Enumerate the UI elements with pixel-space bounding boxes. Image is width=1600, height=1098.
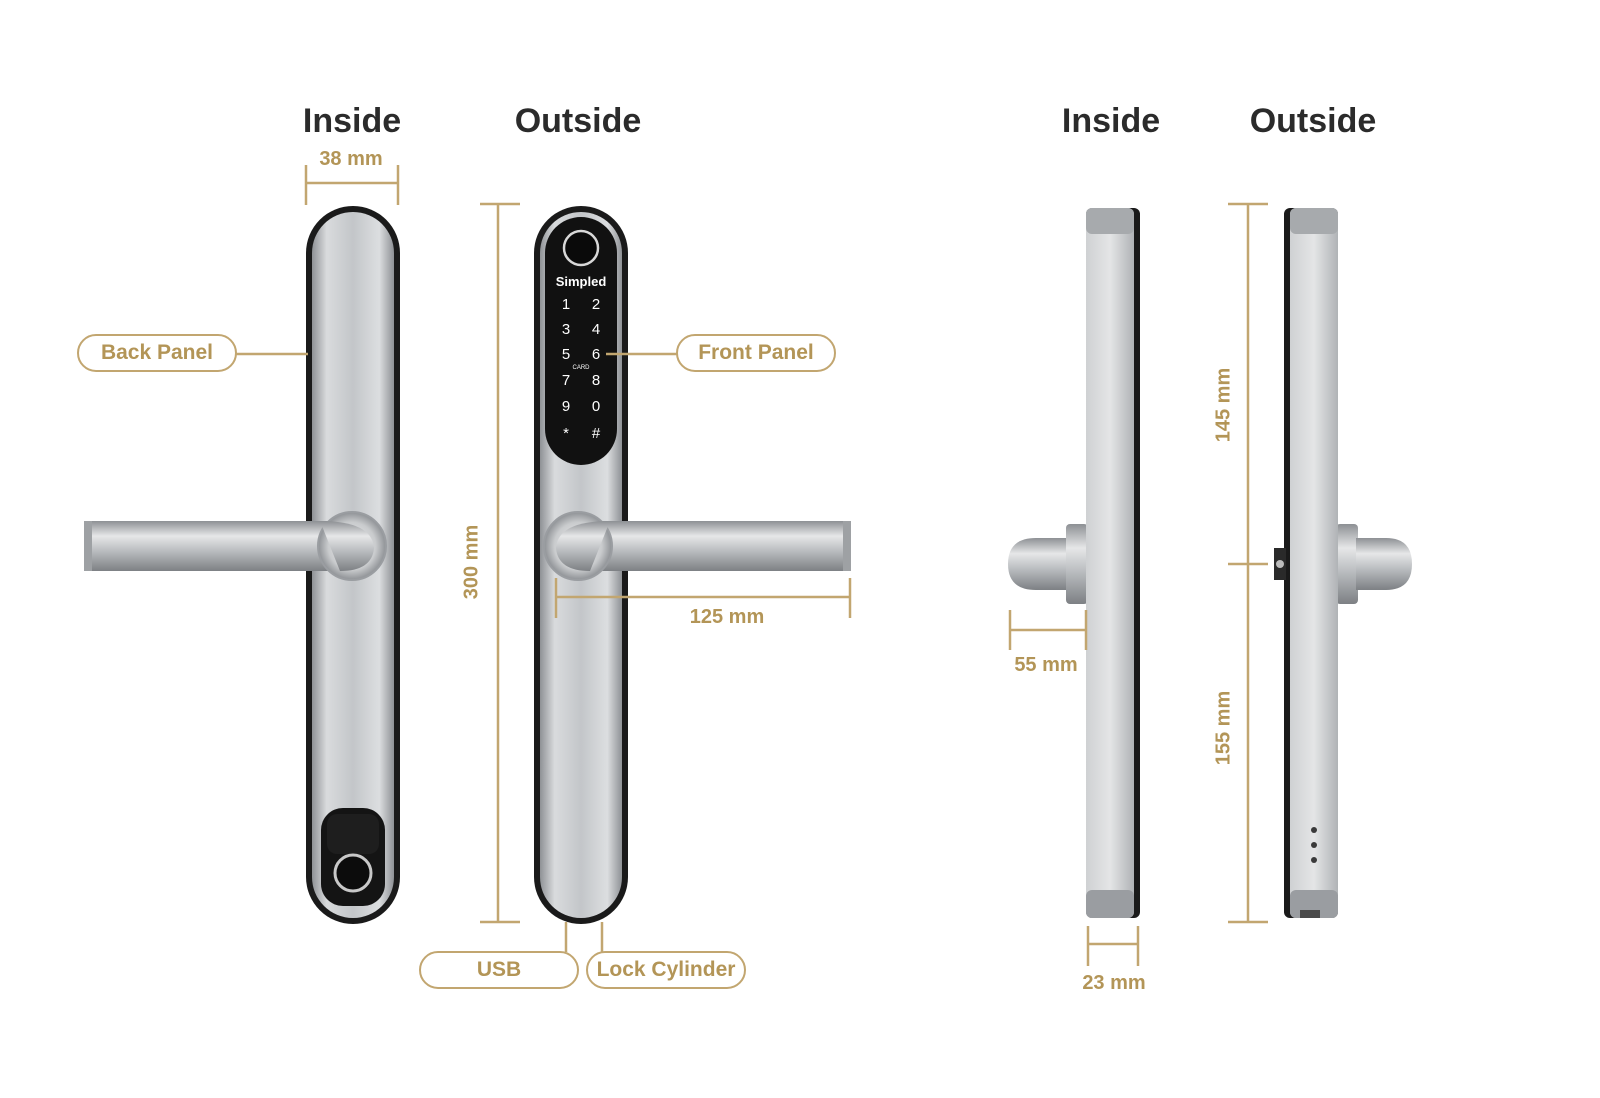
inside-handle (84, 511, 387, 581)
dimension-side-thickness: 23 mm (1082, 972, 1146, 994)
keypad-key: 9 (562, 398, 570, 415)
keypad-key: 8 (592, 372, 600, 389)
side-view-inside (1008, 208, 1140, 918)
keypad-key: 5 (562, 346, 570, 363)
keypad-key: 4 (592, 321, 600, 338)
heading-front-inside: Inside (302, 102, 402, 140)
indicator-dot (1311, 842, 1317, 848)
keypad-key: 1 (562, 296, 570, 313)
heading-side-outside: Outside (1249, 102, 1377, 140)
keypad: Simpled 1 2 3 4 5 6 CARD 7 8 9 0 * # (556, 274, 607, 442)
dimension-lower-height: 155 mm (1212, 690, 1235, 766)
outside-handle (543, 511, 851, 581)
keypad-key: 3 (562, 321, 570, 338)
indicator-dot (1311, 857, 1317, 863)
keypad-key: # (592, 425, 601, 442)
dimension-panel-width: 38 mm (319, 148, 383, 170)
callout-back-panel: Back Panel (77, 334, 237, 372)
indicator-dot (1311, 827, 1317, 833)
side-view-outside (1274, 208, 1412, 918)
callout-lock-cylinder: Lock Cylinder (586, 951, 746, 989)
brand-logo-text: Simpled (556, 274, 607, 289)
callout-front-panel: Front Panel (676, 334, 836, 372)
dimension-handle-length: 125 mm (689, 606, 765, 628)
keypad-key: 6 (592, 346, 600, 363)
heading-side-inside: Inside (1061, 102, 1161, 140)
dimension-lines (236, 165, 1268, 966)
keypad-key: 0 (592, 398, 600, 415)
card-label: CARD (572, 365, 590, 371)
dimension-panel-height: 300 mm (460, 524, 483, 600)
callout-usb: USB (419, 951, 579, 989)
keypad-key: 2 (592, 296, 600, 313)
dimension-spindle-projection: 55 mm (1014, 654, 1078, 676)
keypad-key: 7 (562, 372, 570, 389)
keypad-key: * (563, 425, 569, 442)
heading-front-outside: Outside (514, 102, 642, 140)
dimension-upper-height: 145 mm (1212, 367, 1235, 443)
